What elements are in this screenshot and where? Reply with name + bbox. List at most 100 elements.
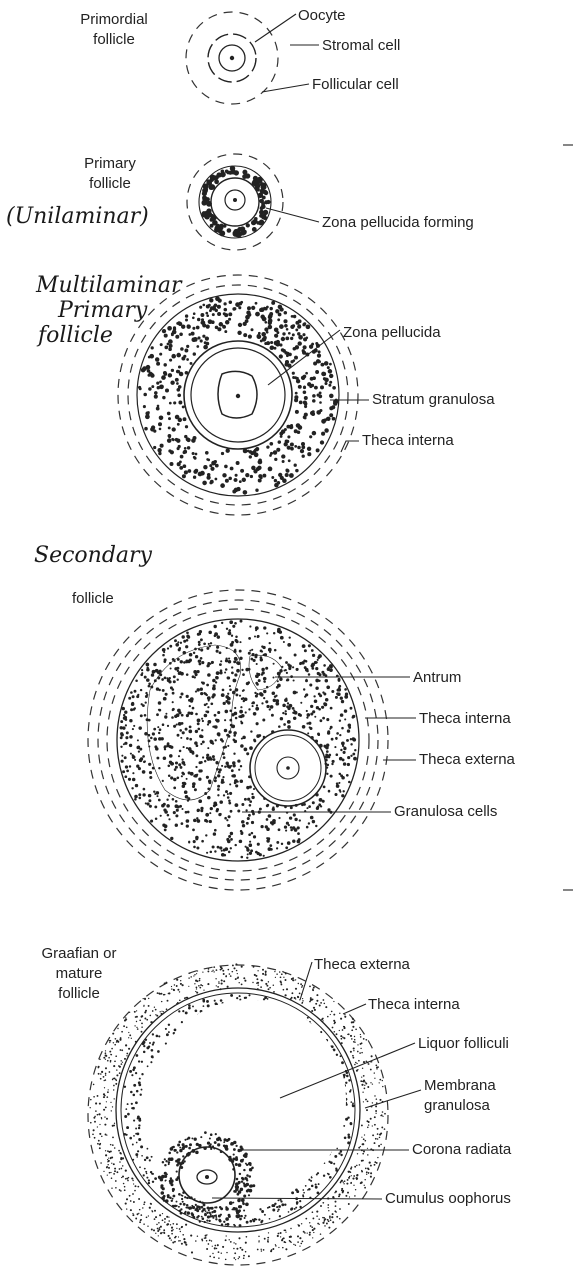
granulosa-cell [318, 693, 321, 696]
theca-cell [155, 1216, 157, 1218]
granulosa-cell [209, 812, 211, 814]
granulosa-cell [188, 469, 192, 473]
cumulus-cell [176, 1165, 178, 1167]
theca-cell [218, 981, 219, 982]
theca-cell [213, 1256, 215, 1258]
granulosa-cell [312, 710, 315, 713]
granulosa-cell [144, 760, 146, 762]
theca-cell [221, 983, 223, 985]
follicular-cell [208, 184, 214, 190]
granulosa-cell [228, 477, 232, 481]
theca-cell [188, 986, 189, 987]
granulosa-cell [181, 761, 185, 765]
granulosa-cell [276, 331, 279, 334]
granulosa-cell [213, 625, 216, 628]
theca-cell [221, 979, 223, 981]
membrana-granulosa-cell [278, 1209, 280, 1211]
membrana-granulosa-cell [268, 1206, 270, 1208]
granulosa-cell [343, 751, 346, 754]
granulosa-cell [269, 651, 271, 653]
theca-cell [374, 1078, 375, 1079]
granulosa-cell [210, 642, 212, 644]
granulosa-cell [164, 677, 167, 680]
granulosa-cell [234, 673, 237, 676]
granulosa-cell [297, 446, 301, 450]
membrana-granulosa-cell [348, 1079, 350, 1081]
theca-cell [382, 1116, 383, 1117]
granulosa-cell [292, 372, 295, 375]
granulosa-cell [339, 719, 341, 721]
granulosa-cell [124, 742, 127, 745]
granulosa-cell [326, 744, 329, 747]
granulosa-cell [182, 784, 186, 788]
granulosa-cell [295, 410, 299, 414]
theca-cell [357, 1174, 359, 1176]
follicular-cell [206, 179, 210, 183]
granulosa-cell [197, 318, 201, 322]
granulosa-cell [255, 312, 260, 317]
granulosa-cell [329, 381, 332, 384]
theca-cell [127, 1180, 129, 1182]
granulosa-cell [159, 428, 162, 431]
granulosa-cell [202, 756, 204, 758]
cumulus-cell [208, 1220, 210, 1222]
granulosa-cell [335, 738, 337, 740]
granulosa-cell [278, 313, 282, 317]
granulosa-cell [192, 452, 195, 455]
granulosa-cell [205, 336, 209, 340]
granulosa-cell [322, 717, 325, 720]
theca-cell [298, 983, 299, 984]
membrana-granulosa-cell [188, 1004, 191, 1007]
granulosa-cell [289, 704, 293, 708]
theca-cell [113, 1163, 115, 1165]
granulosa-cell [184, 435, 187, 438]
granulosa-cell [309, 726, 311, 728]
granulosa-cell [340, 697, 343, 700]
theca-cell [363, 1151, 365, 1153]
membrana-granulosa-cell [135, 1101, 138, 1104]
cumulus-cell [204, 1213, 207, 1216]
granulosa-cell [219, 800, 223, 804]
theca-cell [167, 1000, 169, 1002]
theca-cell [297, 1241, 299, 1243]
granulosa-cell [215, 761, 218, 764]
granulosa-cell [250, 658, 253, 661]
theca-cell [285, 1231, 286, 1232]
theca-cell [99, 1143, 101, 1145]
granulosa-cell [175, 814, 178, 817]
granulosa-cell [346, 774, 349, 777]
follicular-cell [240, 226, 246, 232]
granulosa-cell [292, 712, 294, 714]
theca-cell [109, 1172, 111, 1174]
theca-cell [120, 1158, 122, 1160]
granulosa-cell [165, 713, 167, 715]
cumulus-cell [199, 1220, 201, 1222]
theca-cell [360, 1182, 362, 1184]
granulosa-cell [186, 631, 189, 634]
theca-cell [103, 1076, 105, 1078]
granulosa-cell [341, 700, 344, 703]
theca-cell [349, 1176, 351, 1178]
granulosa-cell [158, 689, 160, 691]
theca-cell [104, 1116, 105, 1117]
granulosa-cell [139, 748, 142, 751]
membrana-granulosa-cell [345, 1082, 347, 1084]
granulosa-cell [294, 654, 297, 657]
theca-cell [126, 1208, 127, 1209]
theca-cell [133, 1201, 135, 1203]
membrana-granulosa-cell [303, 1192, 305, 1194]
theca-cell [209, 1239, 211, 1241]
theca-cell [116, 1069, 117, 1070]
follicular-cell [214, 227, 219, 232]
theca-cell [172, 1223, 174, 1225]
granulosa-cell [219, 813, 221, 815]
theca-cell [310, 997, 312, 999]
granulosa-cell [306, 807, 308, 809]
membrana-granulosa-cell [181, 1021, 183, 1023]
theca-cell [99, 1124, 100, 1125]
granulosa-cell [240, 301, 243, 304]
granulosa-cell [226, 838, 229, 841]
granulosa-cell [285, 830, 287, 832]
granulosa-cell [225, 710, 229, 714]
membrana-granulosa-cell [348, 1136, 351, 1139]
